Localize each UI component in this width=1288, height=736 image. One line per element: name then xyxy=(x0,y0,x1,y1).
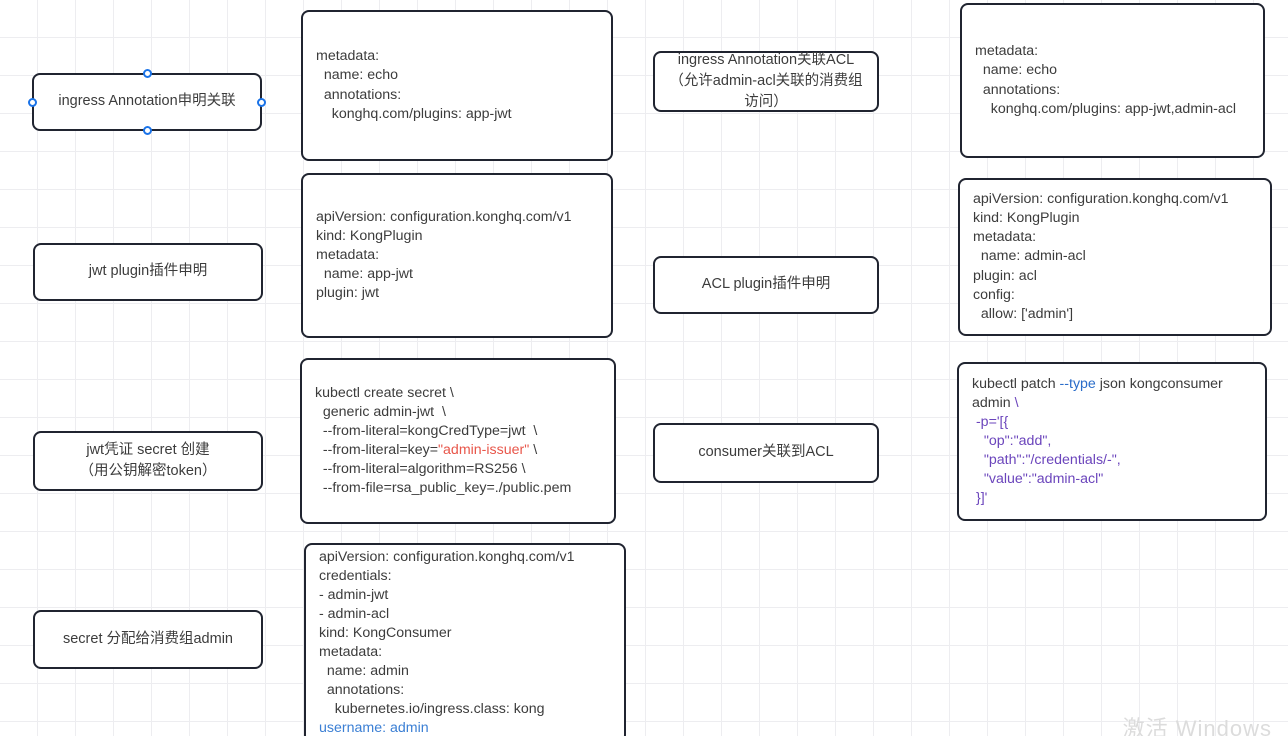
code-segment: json kongconsumer admin xyxy=(972,375,1227,411)
consumer-link-acl-node-text: consumer关联到ACL xyxy=(698,444,834,461)
code-line: metadata: xyxy=(973,229,1037,246)
code-line: credentials: xyxy=(319,567,392,584)
code-line: "path":"/credentials/-", xyxy=(972,452,1121,469)
code-line: konghq.com/plugins: app-jwt,admin-acl xyxy=(975,100,1237,117)
code-line: plugin: jwt xyxy=(316,285,380,302)
code-line: kind: KongConsumer xyxy=(319,624,452,641)
code-line: konghq.com/plugins: app-jwt xyxy=(316,105,512,122)
echo-ingress-acl-annotation-yaml-node[interactable]: metadata: name: echo annotations: konghq… xyxy=(960,3,1265,158)
admin-acl-kongplugin-yaml-node-text: apiVersion: configuration.konghq.com/v1 … xyxy=(973,190,1257,324)
kubectl-patch-kongconsumer-command-node[interactable]: kubectl patch --type json kongconsumer a… xyxy=(957,362,1267,521)
windows-activation-watermark: 激活 Windows xyxy=(1122,715,1272,736)
echo-ingress-annotation-yaml-node-text: metadata: name: echo annotations: konghq… xyxy=(316,47,598,123)
acl-plugin-declaration-node-text: ACL plugin插件申明 xyxy=(701,276,831,293)
kubectl-patch-kongconsumer-command-node-text: kubectl patch --type json kongconsumer a… xyxy=(972,375,1252,509)
code-segment: --from-literal=key= xyxy=(315,442,438,458)
jwt-plugin-declaration-node-text: jwt plugin插件申明 xyxy=(88,263,208,280)
secret-assign-consumer-node[interactable]: secret 分配给消费组admin xyxy=(33,610,263,669)
code-line: apiVersion: configuration.konghq.com/v1 xyxy=(316,208,572,225)
code-line: name: admin-acl xyxy=(973,248,1086,265)
code-segment: "admin-issuer" xyxy=(438,442,530,458)
code-line: config: xyxy=(973,286,1015,303)
code-line: "value":"admin-acl" xyxy=(972,471,1104,488)
jwt-plugin-declaration-node[interactable]: jwt plugin插件申明 xyxy=(33,243,263,301)
code-line: kubectl create secret \ xyxy=(315,384,454,401)
code-line: annotations: xyxy=(319,682,405,699)
app-jwt-kongplugin-yaml-node[interactable]: apiVersion: configuration.konghq.com/v1 … xyxy=(301,173,613,338)
code-segment: \ xyxy=(1014,394,1019,411)
code-line: apiVersion: configuration.konghq.com/v1 xyxy=(319,548,575,565)
code-line: kind: KongPlugin xyxy=(316,227,423,244)
admin-acl-kongplugin-yaml-node[interactable]: apiVersion: configuration.konghq.com/v1 … xyxy=(958,178,1272,336)
ingress-annotation-acl-node-text: ingress Annotation关联ACL （允许admin-acl关联的消… xyxy=(669,51,863,111)
code-line: --from-file=rsa_public_key=./public.pem xyxy=(315,480,572,497)
code-line: apiVersion: configuration.konghq.com/v1 xyxy=(973,191,1229,208)
code-line: - admin-jwt xyxy=(319,586,389,603)
kongconsumer-admin-yaml-node-text: apiVersion: configuration.konghq.com/v1 … xyxy=(319,548,611,736)
code-line: annotations: xyxy=(316,86,402,103)
connection-handle-top[interactable] xyxy=(142,69,152,78)
code-segment: --type xyxy=(1059,375,1096,392)
code-segment: kubectl patch xyxy=(972,375,1060,392)
app-jwt-kongplugin-yaml-node-text: apiVersion: configuration.konghq.com/v1 … xyxy=(316,208,598,303)
code-line: generic admin-jwt \ xyxy=(315,403,446,420)
code-line: name: app-jwt xyxy=(316,266,413,283)
code-line: annotations: xyxy=(975,81,1061,98)
connection-handle-right[interactable] xyxy=(257,97,266,107)
echo-ingress-annotation-yaml-node[interactable]: metadata: name: echo annotations: konghq… xyxy=(301,10,613,161)
code-line: username: admin xyxy=(319,720,429,736)
code-line: name: echo xyxy=(975,62,1058,79)
kubectl-create-secret-command-node[interactable]: kubectl create secret \ generic admin-jw… xyxy=(300,358,616,524)
ingress-annotation-acl-node[interactable]: ingress Annotation关联ACL （允许admin-acl关联的消… xyxy=(653,51,879,112)
code-line: kind: KongPlugin xyxy=(973,210,1080,227)
code-line: name: admin xyxy=(319,663,409,680)
connection-handle-left[interactable] xyxy=(28,97,37,107)
code-line: --from-literal=algorithm=RS256 \ xyxy=(315,461,526,478)
code-line: metadata: xyxy=(975,43,1039,60)
kongconsumer-admin-yaml-node[interactable]: apiVersion: configuration.konghq.com/v1 … xyxy=(304,543,626,736)
code-line: "op":"add", xyxy=(972,432,1052,449)
ingress-annotation-declaration-node[interactable]: ingress Annotation申明关联 xyxy=(28,69,266,135)
code-line: kubernetes.io/ingress.class: kong xyxy=(319,701,545,718)
connection-handle-bottom[interactable] xyxy=(142,126,152,135)
secret-assign-consumer-node-text: secret 分配给消费组admin xyxy=(62,630,233,647)
code-line: --from-literal=kongCredType=jwt \ xyxy=(315,422,538,439)
code-line: metadata: xyxy=(319,644,383,660)
code-segment: \ xyxy=(529,442,538,458)
code-line: name: echo xyxy=(316,67,399,84)
jwt-secret-create-node[interactable]: jwt凭证 secret 创建 （用公钥解密token） xyxy=(33,431,263,491)
code-line: metadata: xyxy=(316,48,380,65)
jwt-secret-create-node-text: jwt凭证 secret 创建 （用公钥解密token） xyxy=(79,441,217,479)
code-line: plugin: acl xyxy=(973,267,1037,284)
code-line: -p='[{ xyxy=(972,413,1009,430)
code-line: - admin-acl xyxy=(319,605,390,622)
acl-plugin-declaration-node[interactable]: ACL plugin插件申明 xyxy=(653,256,879,314)
code-line: metadata: xyxy=(316,246,380,263)
consumer-link-acl-node[interactable]: consumer关联到ACL xyxy=(653,423,879,483)
ingress-annotation-declaration-node-text: ingress Annotation申明关联 xyxy=(58,93,236,110)
kubectl-create-secret-command-node-text: kubectl create secret \ generic admin-jw… xyxy=(315,384,601,499)
code-line: }]' xyxy=(972,490,988,507)
code-line: allow: ['admin'] xyxy=(973,305,1074,322)
echo-ingress-acl-annotation-yaml-node-text: metadata: name: echo annotations: konghq… xyxy=(975,42,1250,118)
